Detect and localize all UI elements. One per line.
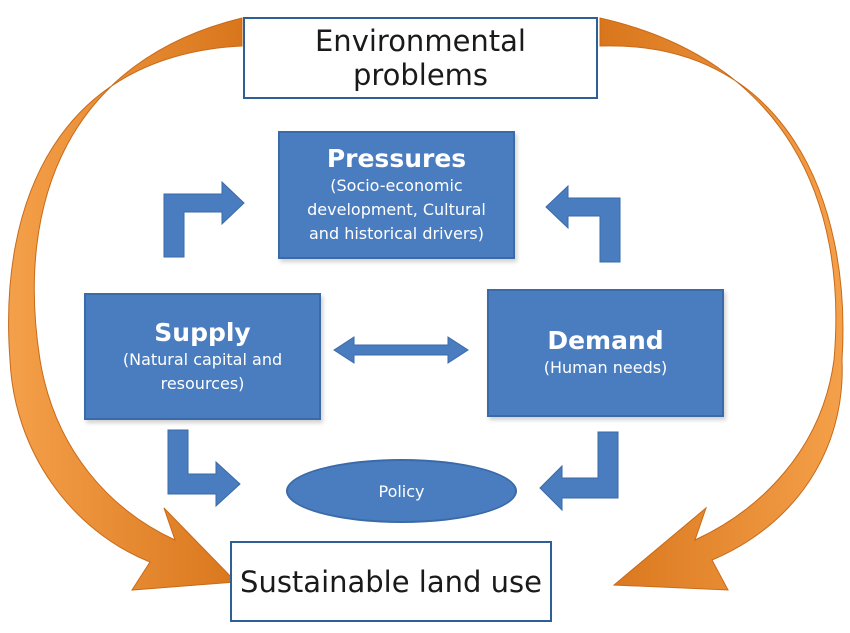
right-curved-arrow xyxy=(599,17,844,591)
bent-arrow-supply-to-policy xyxy=(167,429,241,508)
environmental-problems-box: Environmental problems xyxy=(243,17,598,99)
supply-box: Supply (Natural capital and resources) xyxy=(84,293,321,420)
environmental-problems-label: Environmental problems xyxy=(314,24,526,92)
policy-label: Policy xyxy=(378,481,425,501)
supply-title: Supply xyxy=(154,317,251,347)
bent-arrow-supply-to-pressures xyxy=(163,180,245,258)
demand-box: Demand (Human needs) xyxy=(487,289,724,417)
pressures-line-1: (Socio-economic xyxy=(330,176,463,195)
supply-line-2: resources) xyxy=(160,373,245,393)
bent-arrow-demand-to-policy xyxy=(539,431,619,512)
supply-line-1: (Natural capital and xyxy=(122,349,283,369)
pressures-line-3: and historical drivers) xyxy=(309,224,484,243)
demand-line-1: (Human needs) xyxy=(543,358,668,377)
pressures-box: Pressures (Socio-economic development, C… xyxy=(278,131,515,259)
double-arrow-supply-demand xyxy=(333,336,469,364)
policy-ellipse: Policy xyxy=(286,459,517,523)
sustainable-land-use-label: Sustainable land use xyxy=(240,564,542,599)
demand-title: Demand xyxy=(547,326,664,355)
pressures-line-2: development, Cultural xyxy=(307,200,486,219)
left-curved-arrow xyxy=(8,17,243,591)
sustainable-land-use-box: Sustainable land use xyxy=(230,541,552,622)
bent-arrow-demand-to-pressures xyxy=(545,184,621,263)
pressures-title: Pressures xyxy=(326,144,467,173)
